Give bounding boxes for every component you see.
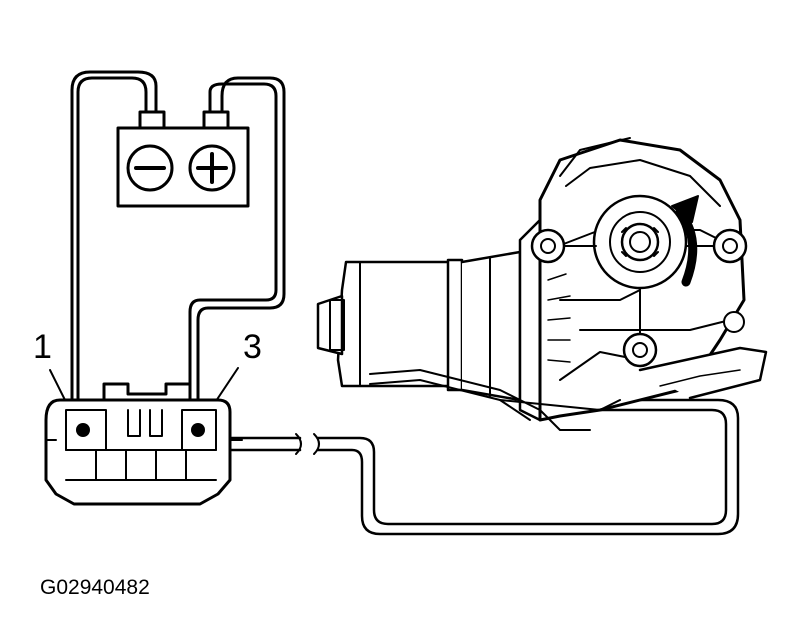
terminal-3-dot — [191, 423, 205, 437]
battery — [116, 110, 250, 208]
harness-wire — [228, 398, 740, 536]
jumper-wire-negative — [70, 70, 158, 412]
pin-1-label: 1 — [33, 328, 52, 366]
curved-arrow-icon — [671, 195, 699, 287]
figure-code: G02940482 — [40, 576, 150, 599]
wiper-motor — [316, 137, 768, 431]
pin-3-label: 3 — [243, 328, 262, 366]
minus-icon — [126, 144, 174, 192]
jumper-wire-positive — [188, 76, 286, 412]
terminal-1-dot — [76, 423, 90, 437]
connector — [44, 382, 243, 506]
plus-icon — [188, 144, 236, 192]
